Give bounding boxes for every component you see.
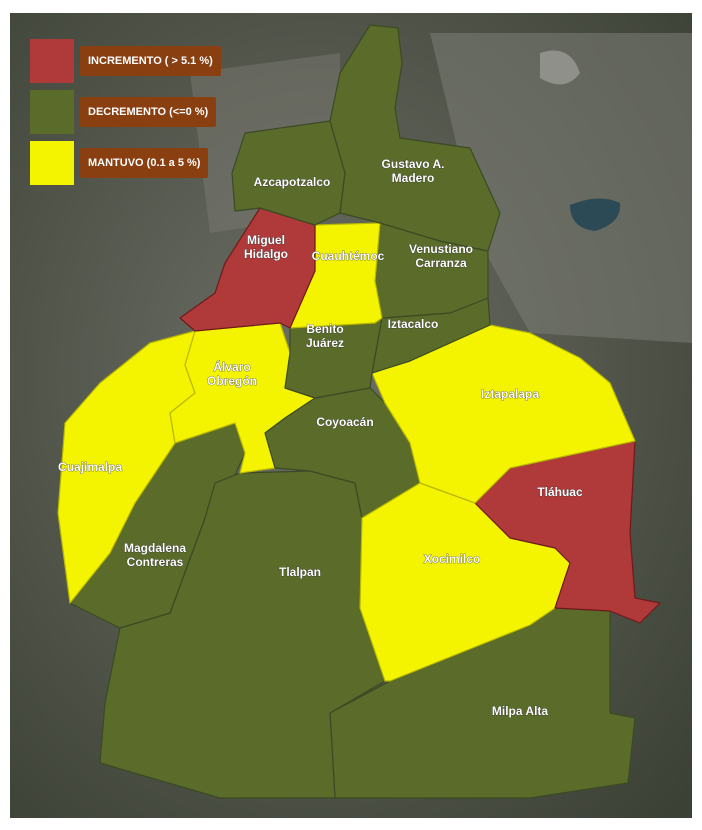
legend-label-increment: INCREMENTO ( > 5.1 %) bbox=[80, 46, 221, 76]
borough-coyoacan[interactable] bbox=[264, 387, 421, 519]
label-line: Iztacalco bbox=[388, 317, 439, 331]
label-line: Miguel bbox=[247, 233, 285, 247]
label-iztapalapa: Iztapalapa bbox=[481, 387, 539, 401]
label-line: Coyoacán bbox=[316, 415, 373, 429]
label-line: Benito bbox=[306, 322, 343, 336]
legend-label-maintained: MANTUVO (0.1 a 5 %) bbox=[80, 148, 209, 178]
label-tlahuac: Tláhuac bbox=[537, 485, 583, 499]
label-line: Juárez bbox=[306, 336, 344, 350]
label-azcapotzalco: Azcapotzalco bbox=[254, 175, 331, 189]
legend-swatch-decrement bbox=[30, 90, 74, 134]
label-line: Magdalena bbox=[124, 541, 186, 555]
label-gustavo-a-madero: Gustavo A.Madero bbox=[382, 157, 445, 185]
label-line: Tlalpan bbox=[279, 565, 321, 579]
label-tlalpan: Tlalpan bbox=[279, 565, 321, 579]
legend-swatch-maintained bbox=[30, 141, 74, 185]
legend-item-increment: INCREMENTO ( > 5.1 %) bbox=[30, 39, 221, 83]
legend-item-decrement: DECREMENTO (<=0 %) bbox=[30, 90, 217, 134]
label-iztacalco: Iztacalco bbox=[388, 317, 439, 331]
label-line: Xocimilco bbox=[424, 552, 481, 566]
label-line: Obregón bbox=[207, 374, 257, 388]
urban-area-northeast bbox=[430, 33, 692, 343]
label-cuauhtemoc: Cuauhtémoc bbox=[312, 249, 385, 263]
label-line: Álvaro bbox=[213, 359, 250, 374]
label-line: Madero bbox=[392, 171, 435, 185]
legend-label-decrement: DECREMENTO (<=0 %) bbox=[80, 97, 217, 127]
borough-gustavo-a-madero[interactable] bbox=[329, 24, 501, 252]
urban-patch bbox=[540, 50, 580, 85]
lake bbox=[570, 198, 621, 231]
label-line: Gustavo A. bbox=[382, 157, 445, 171]
borough-miguel-hidalgo[interactable] bbox=[179, 207, 316, 332]
label-line: Cuajimalpa bbox=[58, 460, 122, 474]
label-cuajimalpa: Cuajimalpa bbox=[58, 460, 122, 474]
label-line: Azcapotzalco bbox=[254, 175, 331, 189]
label-line: Contreras bbox=[127, 555, 184, 569]
label-milpa-alta: Milpa Alta bbox=[492, 704, 549, 718]
label-line: Carranza bbox=[415, 256, 467, 270]
borough-tlahuac[interactable] bbox=[474, 440, 661, 624]
label-line: Cuauhtémoc bbox=[312, 249, 385, 263]
label-line: Venustiano bbox=[409, 242, 473, 256]
label-xocimilco: Xocimilco bbox=[424, 552, 481, 566]
legend-swatch-increment bbox=[30, 39, 74, 83]
label-coyoacan: Coyoacán bbox=[316, 415, 373, 429]
borough-map bbox=[57, 24, 661, 799]
borough-azcapotzalco[interactable] bbox=[231, 120, 346, 226]
label-line: Tláhuac bbox=[537, 485, 583, 499]
legend-item-maintained: MANTUVO (0.1 a 5 %) bbox=[30, 141, 209, 185]
label-line: Hidalgo bbox=[244, 247, 288, 261]
label-line: Milpa Alta bbox=[492, 704, 549, 718]
label-line: Iztapalapa bbox=[481, 387, 539, 401]
